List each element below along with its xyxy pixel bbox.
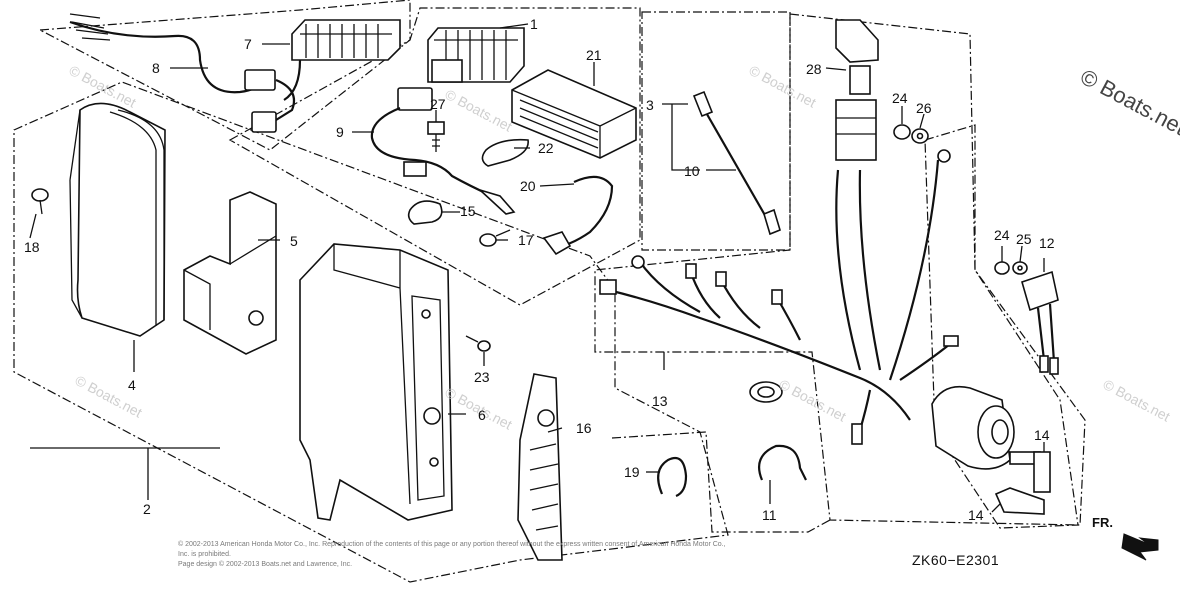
screw-23 xyxy=(465,335,491,352)
callout-13[interactable]: 13 xyxy=(652,393,668,409)
clip-22 xyxy=(481,138,529,167)
callout-27[interactable]: 27 xyxy=(430,96,446,112)
nut-24-upper xyxy=(893,124,911,140)
direction-label: FR. xyxy=(1092,515,1113,530)
cable-10 xyxy=(692,90,781,236)
harness-8 xyxy=(69,13,296,133)
callout-4[interactable]: 4 xyxy=(128,377,136,393)
callout-18[interactable]: 18 xyxy=(24,239,40,255)
fuse-holder xyxy=(835,19,879,161)
clip-19 xyxy=(657,456,688,498)
regulator-rectifier-1 xyxy=(427,27,525,83)
callout-2[interactable]: 2 xyxy=(143,501,151,517)
callout-24-lower[interactable]: 24 xyxy=(994,227,1010,243)
cover-4 xyxy=(69,102,166,337)
callout-11[interactable]: 11 xyxy=(762,507,777,523)
bolt-27 xyxy=(427,121,445,152)
regulator-7 xyxy=(283,19,401,101)
diagram-code: ZK60−E2301 xyxy=(912,552,1000,568)
washer-26 xyxy=(911,128,929,144)
callout-15[interactable]: 15 xyxy=(460,203,476,219)
callout-16[interactable]: 16 xyxy=(576,420,592,436)
callout-26[interactable]: 26 xyxy=(916,100,932,116)
ignition-switch xyxy=(931,385,1041,470)
diode-12 xyxy=(1021,270,1059,375)
bracket-5 xyxy=(183,191,277,355)
main-harness-13 xyxy=(599,149,959,445)
callout-3[interactable]: 3 xyxy=(646,97,654,113)
callout-1[interactable]: 1 xyxy=(530,16,538,32)
nut-24-lower xyxy=(994,261,1010,275)
callout-14-upper[interactable]: 14 xyxy=(1034,427,1050,443)
callout-24-upper[interactable]: 24 xyxy=(892,90,908,106)
group-outline-regulator xyxy=(228,7,641,306)
callout-25[interactable]: 25 xyxy=(1016,231,1032,247)
callout-28[interactable]: 28 xyxy=(806,61,822,77)
leader-lines xyxy=(29,23,1045,513)
callout-14-lower[interactable]: 14 xyxy=(968,507,984,523)
label-16 xyxy=(517,373,563,561)
bolt-18 xyxy=(31,188,49,215)
callout-17[interactable]: 17 xyxy=(518,232,534,248)
callout-20[interactable]: 20 xyxy=(520,178,536,194)
copyright-line-1: © 2002-2013 American Honda Motor Co., In… xyxy=(178,541,726,558)
callout-5[interactable]: 5 xyxy=(290,233,298,249)
callout-22[interactable]: 22 xyxy=(538,140,554,156)
callout-12[interactable]: 12 xyxy=(1039,235,1055,251)
grommet xyxy=(749,381,783,403)
callout-8[interactable]: 8 xyxy=(152,60,160,76)
panel-6 xyxy=(299,243,453,521)
clamp-15 xyxy=(407,200,443,225)
callout-21[interactable]: 21 xyxy=(586,47,602,63)
copyright-notice: © 2002-2013 American Honda Motor Co., In… xyxy=(178,540,738,570)
group-outline-19 xyxy=(611,431,831,533)
callout-23[interactable]: 23 xyxy=(474,369,490,385)
callout-7[interactable]: 7 xyxy=(244,36,252,52)
fr-arrow-icon xyxy=(1121,533,1159,561)
wire-harness-9 xyxy=(370,87,516,215)
band-20 xyxy=(542,175,614,256)
key-14 xyxy=(994,451,1051,515)
group-outline-13 xyxy=(594,13,1086,526)
callout-19[interactable]: 19 xyxy=(624,464,640,480)
group-outline-upper xyxy=(37,0,411,151)
clamp-11 xyxy=(758,444,807,481)
callout-10[interactable]: 10 xyxy=(684,163,700,179)
callout-9[interactable]: 9 xyxy=(336,124,344,140)
callout-6[interactable]: 6 xyxy=(478,407,486,423)
washer-25 xyxy=(1012,261,1028,275)
group-outline-14 xyxy=(924,124,1079,529)
copyright-line-2: Page design © 2002-2013 Boats.net and La… xyxy=(178,561,353,568)
screw-17 xyxy=(479,229,511,247)
control-box-21 xyxy=(511,69,637,159)
